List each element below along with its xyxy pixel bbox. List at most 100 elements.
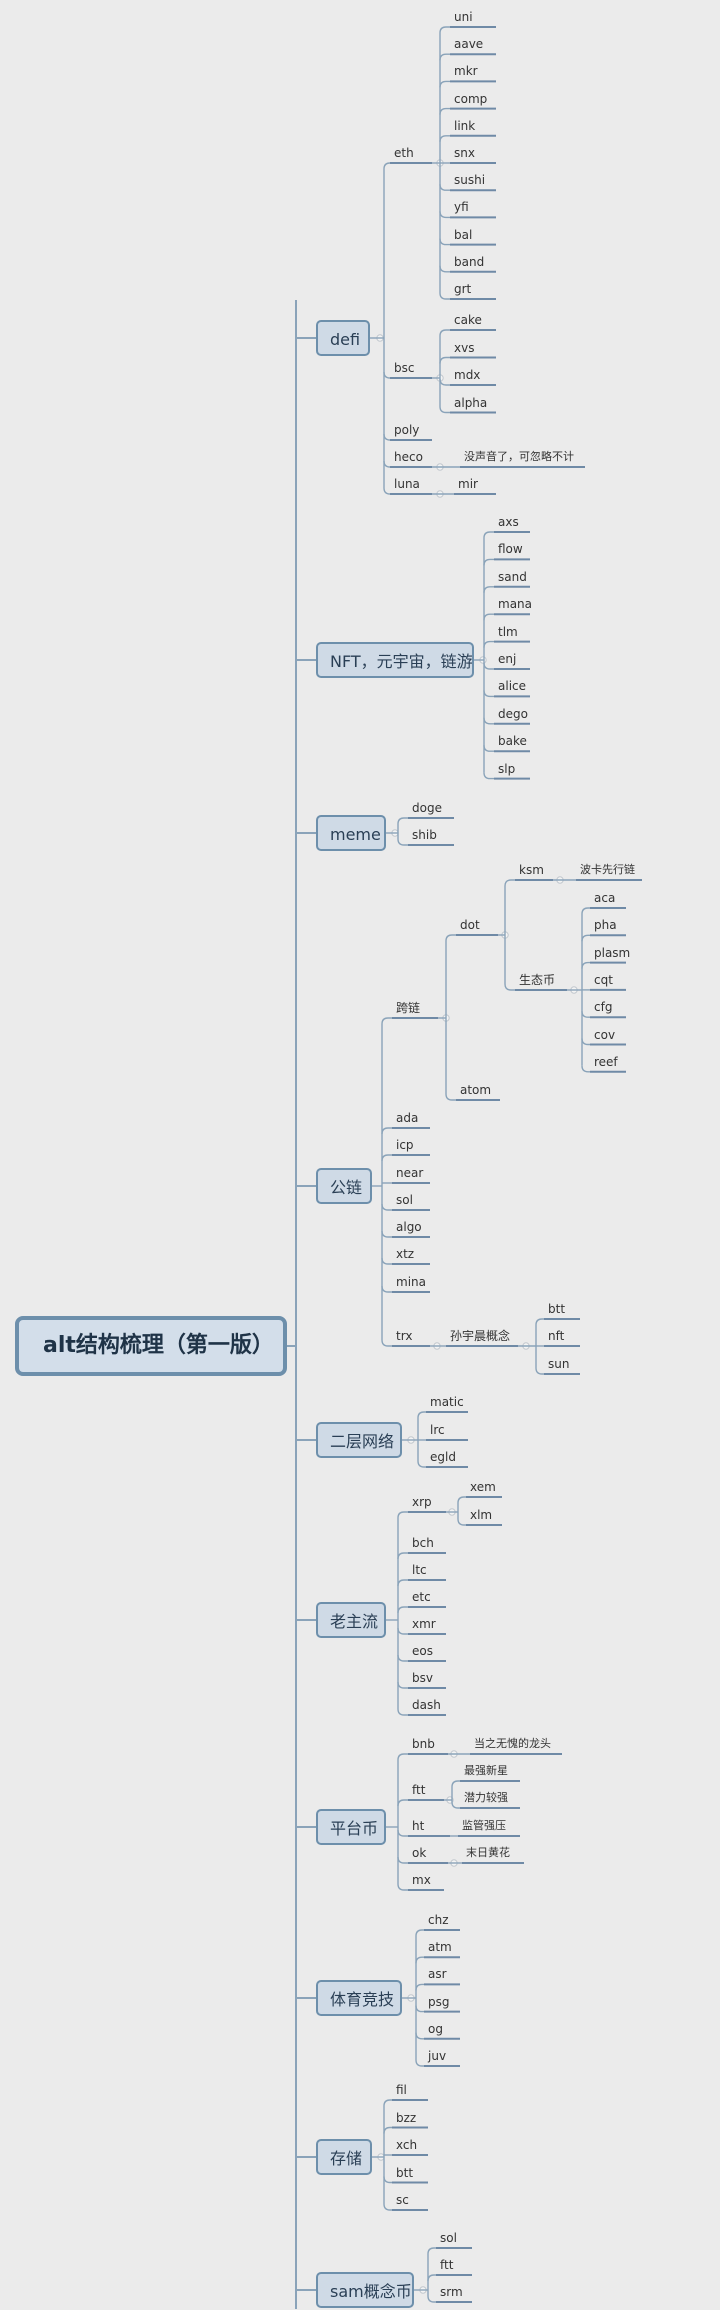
node-fil[interactable]: fil [396, 2083, 407, 2097]
node-bsv[interactable]: bsv [412, 1671, 433, 1685]
node-trx[interactable]: trx [396, 1329, 413, 1343]
note-ksm[interactable]: 波卡先行链 [580, 863, 635, 876]
node-sol[interactable]: sol [440, 2231, 457, 2245]
node-pha[interactable]: pha [594, 918, 617, 933]
node-icp[interactable]: icp [396, 1138, 414, 1152]
node-aca[interactable]: aca [594, 891, 616, 905]
node-ok[interactable]: ok [412, 1846, 427, 1860]
node-mx[interactable]: mx [412, 1873, 431, 1887]
node-comp[interactable]: comp [454, 91, 488, 106]
node-dash[interactable]: dash [412, 1698, 441, 1712]
node-xem[interactable]: xem [470, 1480, 496, 1494]
node-chz[interactable]: chz [428, 1913, 449, 1927]
node-sushi[interactable]: sushi [454, 173, 486, 188]
node-bzz[interactable]: bzz [396, 2110, 417, 2125]
node-bsc[interactable]: bsc [394, 361, 415, 375]
node-reef[interactable]: reef [594, 1054, 618, 1069]
node-btt[interactable]: btt [548, 1302, 566, 1316]
node-shib[interactable]: shib [412, 828, 437, 842]
node-plasm[interactable]: plasm [594, 945, 631, 960]
branch-cjk[interactable]: 老主流 [316, 1602, 386, 1638]
node-bake[interactable]: bake [498, 734, 527, 749]
node-mir[interactable]: mir [458, 477, 478, 491]
node-mkr[interactable]: mkr [454, 64, 478, 79]
note-ok[interactable]: 末日黄花 [466, 1846, 510, 1859]
node-dego[interactable]: dego [498, 706, 528, 721]
node-cross-chain[interactable]: 跨链 [396, 1001, 421, 1015]
node-etc[interactable]: etc [412, 1590, 431, 1604]
branch-defi[interactable]: defi [316, 320, 370, 356]
node-cake[interactable]: cake [454, 313, 482, 327]
node-doge[interactable]: doge [412, 801, 442, 815]
node-asr[interactable]: asr [428, 1967, 447, 1982]
node-link[interactable]: link [454, 118, 476, 133]
branch-cjk[interactable]: 体育竞技 [316, 1980, 402, 2016]
node-bch[interactable]: bch [412, 1536, 434, 1550]
branch-cjk[interactable]: 存储 [316, 2139, 372, 2175]
node-btt[interactable]: btt [396, 2165, 414, 2180]
node-mina[interactable]: mina [396, 1275, 426, 1289]
node-poly[interactable]: poly [394, 423, 420, 437]
node-sun[interactable]: sun [548, 1357, 570, 1371]
branch-cjk[interactable]: 平台币 [316, 1809, 386, 1845]
branch-cjk[interactable]: 二层网络 [316, 1422, 402, 1458]
node-tlm[interactable]: tlm [498, 624, 518, 639]
node-ecosystem-coins[interactable]: 生态币 [519, 973, 556, 987]
node-band[interactable]: band [454, 254, 485, 269]
node-ada[interactable]: ada [396, 1111, 419, 1125]
node-psg[interactable]: psg [428, 1994, 450, 2009]
node-ltc[interactable]: ltc [412, 1563, 427, 1577]
node-alpha[interactable]: alpha [454, 395, 488, 410]
node-ksm[interactable]: ksm [519, 863, 544, 877]
node-xvs[interactable]: xvs [454, 340, 475, 355]
node-mana[interactable]: mana [498, 597, 533, 612]
node-aave[interactable]: aave [454, 37, 484, 52]
note-ftt-0[interactable]: 最强新星 [464, 1764, 508, 1777]
node-alice[interactable]: alice [498, 679, 527, 694]
node-eos[interactable]: eos [412, 1644, 433, 1658]
node-xtz[interactable]: xtz [396, 1247, 415, 1261]
node-ht[interactable]: ht [412, 1819, 425, 1833]
node-cov[interactable]: cov [594, 1027, 616, 1042]
node-lrc[interactable]: lrc [430, 1423, 445, 1437]
node-bal[interactable]: bal [454, 227, 473, 242]
node-atom[interactable]: atom [460, 1083, 492, 1097]
node-snx[interactable]: snx [454, 146, 475, 160]
root-node[interactable]: alt结构梳理（第一版） [15, 1316, 287, 1376]
node-mdx[interactable]: mdx [454, 368, 481, 382]
node-enj[interactable]: enj [498, 652, 517, 666]
node-heco[interactable]: heco [394, 450, 423, 464]
node-flow[interactable]: flow [498, 542, 523, 557]
node-xmr[interactable]: xmr [412, 1617, 436, 1631]
node-eth[interactable]: eth [394, 146, 414, 160]
node-ftt[interactable]: ftt [440, 2258, 454, 2272]
node-ftt[interactable]: ftt [412, 1783, 426, 1797]
node-sun-yuchen-concept[interactable]: 孙宇晨概念 [450, 1329, 511, 1343]
node-luna[interactable]: luna [394, 477, 420, 491]
node-xch[interactable]: xch [396, 2138, 418, 2152]
node-atm[interactable]: atm [428, 1940, 452, 1955]
node-juv[interactable]: juv [428, 2049, 447, 2063]
node-axs[interactable]: axs [498, 515, 519, 529]
node-sand[interactable]: sand [498, 569, 527, 584]
branch-cjk[interactable]: 公链 [316, 1168, 372, 1204]
node-matic[interactable]: matic [430, 1395, 464, 1409]
node-nft[interactable]: nft [548, 1329, 565, 1343]
node-bnb[interactable]: bnb [412, 1737, 435, 1751]
node-sol[interactable]: sol [396, 1193, 413, 1207]
node-egld[interactable]: egld [430, 1450, 456, 1464]
note-heco[interactable]: 没声音了，可忽略不计 [464, 450, 574, 463]
node-cqt[interactable]: cqt [594, 972, 613, 987]
node-uni[interactable]: uni [454, 10, 473, 24]
node-yfi[interactable]: yfi [454, 200, 469, 215]
note-bnb[interactable]: 当之无愧的龙头 [474, 1737, 551, 1750]
node-sc[interactable]: sc [396, 2193, 409, 2207]
node-dot[interactable]: dot [460, 918, 480, 932]
branch-nft[interactable]: NFT，元宇宙，链游 [316, 642, 474, 678]
node-grt[interactable]: grt [454, 282, 472, 296]
node-near[interactable]: near [396, 1166, 424, 1180]
node-og[interactable]: og [428, 2021, 443, 2036]
node-slp[interactable]: slp [498, 761, 516, 776]
node-srm[interactable]: srm [440, 2285, 463, 2299]
note-ht[interactable]: 监管强压 [462, 1819, 506, 1832]
